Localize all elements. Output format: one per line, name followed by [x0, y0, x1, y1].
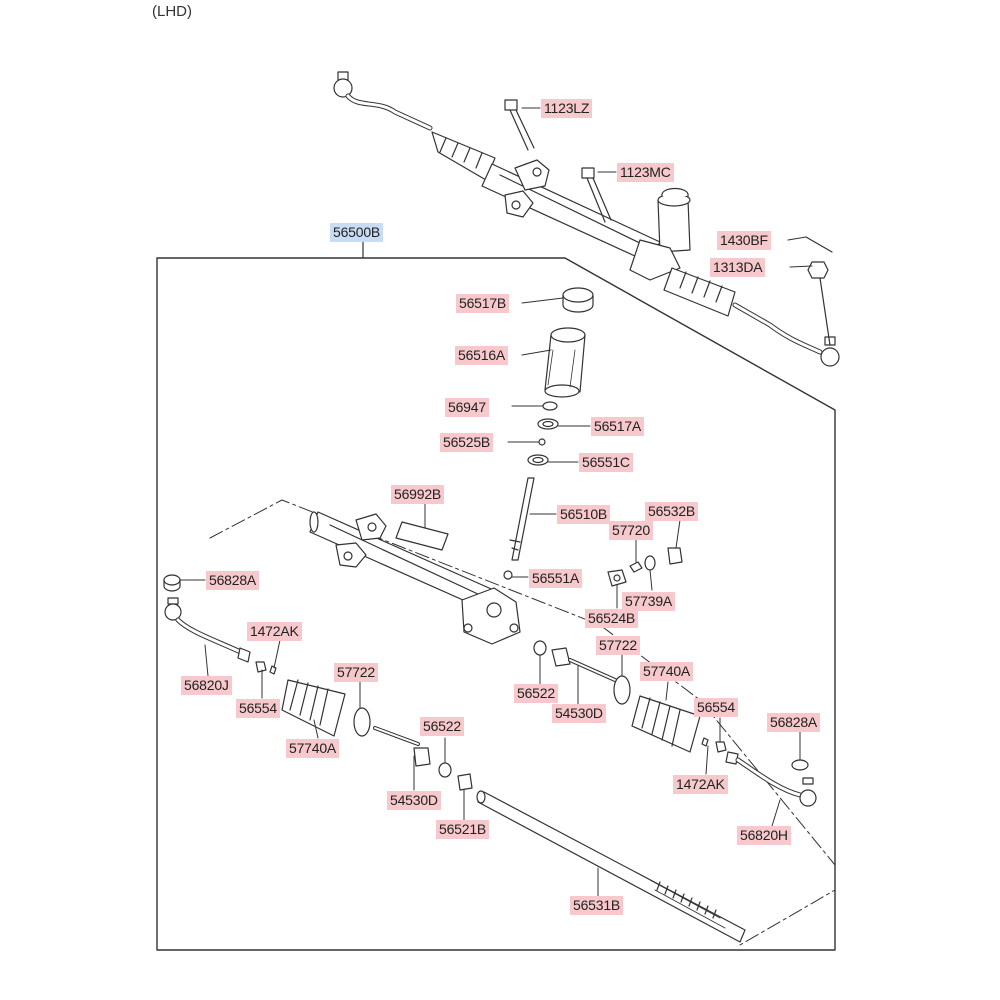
part-label-57740a-right[interactable]: 57740A — [640, 662, 694, 681]
part-label-57739a[interactable]: 57739A — [622, 592, 676, 611]
exploded-parts — [163, 287, 817, 943]
part-label-1123lz[interactable]: 1123LZ — [541, 99, 593, 118]
part-label-57720[interactable]: 57720 — [609, 521, 653, 540]
part-label-56551c[interactable]: 56551C — [579, 453, 633, 472]
part-label-1472ak-left[interactable]: 1472AK — [247, 622, 302, 641]
part-label-54530d-left[interactable]: 54530D — [387, 791, 441, 810]
part-label-56524b[interactable]: 56524B — [585, 609, 639, 628]
part-label-1313da[interactable]: 1313DA — [710, 258, 766, 277]
subassembly-outline — [209, 499, 836, 946]
part-label-56517a[interactable]: 56517A — [591, 417, 645, 436]
part-label-56554-right[interactable]: 56554 — [694, 698, 738, 717]
part-label-56828a-left[interactable]: 56828A — [206, 571, 260, 590]
part-label-56992b[interactable]: 56992B — [391, 485, 445, 504]
part-label-56516a[interactable]: 56516A — [455, 346, 509, 365]
assembly-frame — [156, 241, 836, 951]
part-label-1472ak-right[interactable]: 1472AK — [673, 775, 728, 794]
diagram-caption: (LHD) — [152, 3, 192, 20]
part-label-54530d-right[interactable]: 54530D — [552, 704, 606, 723]
part-label-56828a-right[interactable]: 56828A — [767, 713, 821, 732]
part-label-57722-right[interactable]: 57722 — [596, 636, 640, 655]
part-label-1123mc[interactable]: 1123MC — [617, 163, 674, 182]
part-label-56517b[interactable]: 56517B — [456, 294, 510, 313]
part-label-56521b[interactable]: 56521B — [436, 820, 490, 839]
part-label-56522-left[interactable]: 56522 — [420, 717, 464, 736]
part-label-56947[interactable]: 56947 — [445, 398, 489, 417]
part-label-56510b[interactable]: 56510B — [557, 505, 611, 524]
part-label-56820h[interactable]: 56820H — [737, 826, 791, 845]
part-label-56500b[interactable]: 56500B — [330, 223, 384, 242]
part-label-56531b[interactable]: 56531B — [570, 896, 624, 915]
part-label-57740a-left[interactable]: 57740A — [286, 739, 340, 758]
part-label-56525b[interactable]: 56525B — [440, 433, 494, 452]
part-label-56551a[interactable]: 56551A — [529, 569, 583, 588]
part-label-56532b[interactable]: 56532B — [645, 502, 699, 521]
part-label-57722-left[interactable]: 57722 — [334, 663, 378, 682]
leader-lines — [179, 107, 813, 899]
part-label-56820j[interactable]: 56820J — [181, 676, 232, 695]
complete-steering-gear — [333, 71, 840, 367]
part-label-56522-right[interactable]: 56522 — [514, 684, 558, 703]
part-label-56554-left[interactable]: 56554 — [236, 699, 280, 718]
part-label-1430bf[interactable]: 1430BF — [717, 231, 771, 250]
